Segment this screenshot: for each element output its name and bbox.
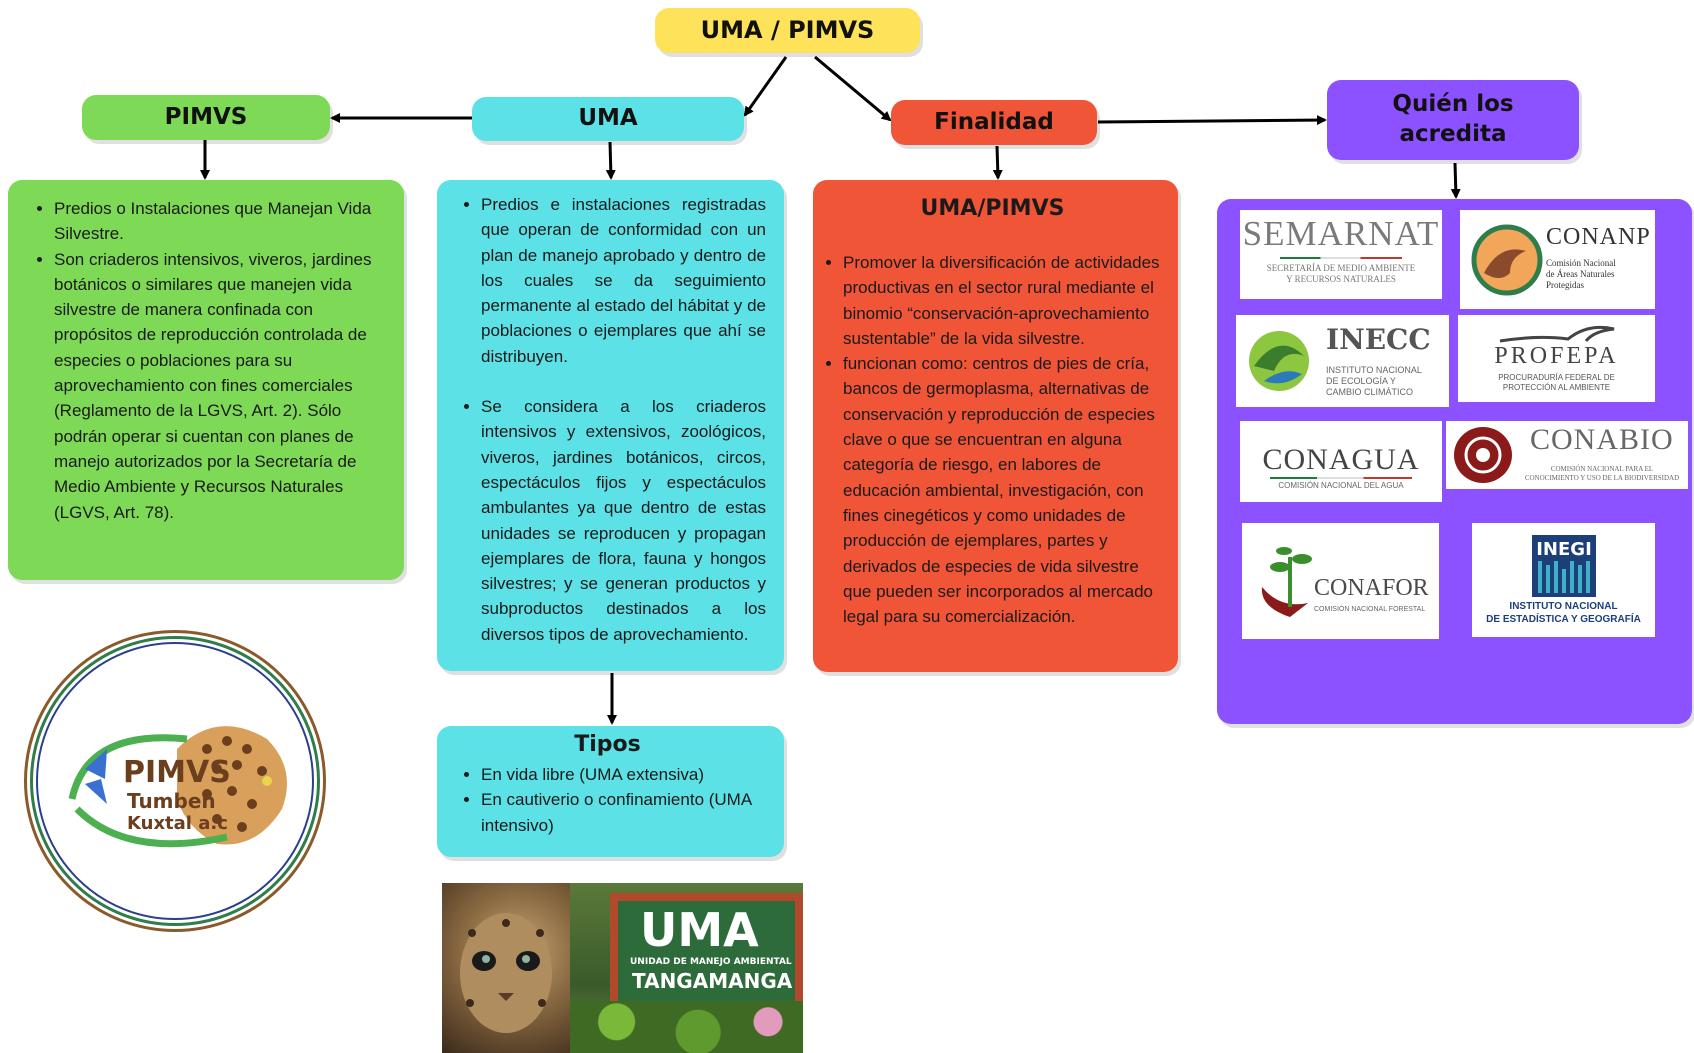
profepa-eagle-icon (1499, 325, 1615, 343)
logo-conabio-name: CONABIO (1530, 423, 1674, 456)
finalidad-label: Finalidad (934, 108, 1054, 135)
uma-photo: UMA UNIDAD DE MANEJO AMBIENTAL TANGAMANG… (442, 883, 803, 1053)
foliage (570, 1001, 803, 1053)
quien-label-line1: Quién los (1392, 91, 1514, 118)
logo-semarnat-sub1: SECRETARÍA DE MEDIO AMBIENTE (1266, 263, 1416, 273)
jaguar-icon (68, 726, 287, 848)
pimvs-node: PIMVS (82, 95, 330, 140)
logo-conabio-sub1: COMISIÓN NACIONAL PARA EL (1550, 465, 1654, 473)
logo-inegi-sub1: INSTITUTO NACIONAL (1509, 601, 1618, 612)
arrow-uma-to-box (605, 141, 616, 180)
finalidad-box: UMA/PIMVS Promover la diversificación de… (813, 180, 1178, 672)
pimvs-circle-line2: Tumben (127, 789, 216, 813)
logo-inecc-sub1: INSTITUTO NACIONAL (1326, 365, 1422, 375)
logo-conanp-sub2: de Áreas Naturales (1546, 269, 1615, 279)
logo-profepa-sub1: PROCURADURÍA FEDERAL DE (1498, 373, 1615, 382)
list-item: Predios o Instalaciones que Manejan Vida… (54, 196, 388, 247)
uma-sign-inner (618, 901, 795, 1005)
logo-conagua-rule (1270, 477, 1412, 479)
logo-inecc-sub2: DE ECOLOGÍA Y (1326, 376, 1396, 386)
logo-profepa-sub2: PROTECCIÓN AL AMBIENTE (1502, 383, 1611, 392)
list-item: En cautiverio o confinamiento (UMA inten… (481, 787, 772, 838)
logo-inecc: INECC INSTITUTO NACIONAL DE ECOLOGÍA Y C… (1236, 315, 1449, 407)
inegi-grid-icon: INEGI (1532, 535, 1596, 597)
logo-conanp: CONANP Comisión Nacional de Áreas Natura… (1460, 210, 1655, 309)
logo-conafor-name: CONAFOR (1314, 575, 1429, 601)
uma-list: Predios e instalaciones registradas que … (443, 192, 766, 647)
uma-label: UMA (578, 105, 638, 132)
logo-inecc-name: INECC (1326, 323, 1431, 356)
pimvs-list: Predios o Instalaciones que Manejan Vida… (16, 196, 388, 525)
pimvs-box: Predios o Instalaciones que Manejan Vida… (8, 180, 404, 580)
logo-conafor-sub1: COMISIÓN NACIONAL FORESTAL (1314, 606, 1426, 613)
logo-inegi: INEGI INSTITUTO NACIONAL DE ESTADÍSTICA … (1472, 523, 1655, 637)
arrow-finalidad-to-quien (1097, 115, 1327, 126)
list-item: Predios e instalaciones registradas que … (481, 192, 766, 369)
logo-semarnat-name: SEMARNAT (1242, 214, 1440, 253)
logo-conabio-sub2: CONOCIMIENTO Y USO DE LA BIODIVERSIDAD (1524, 474, 1680, 482)
uma-sign-title: UMA (640, 903, 759, 957)
list-item: Promover la diversificación de actividad… (843, 250, 1166, 351)
tipos-box: Tipos En vida libre (UMA extensiva) En c… (437, 726, 784, 857)
list-item: Son criaderos intensivos, viveros, jardi… (54, 247, 388, 525)
finalidad-node: Finalidad (891, 100, 1097, 145)
ocelot-face-icon (460, 913, 552, 1033)
root-label: UMA / PIMVS (700, 15, 875, 44)
logo-semarnat-sub2: Y RECURSOS NATURALES (1286, 274, 1396, 284)
quien-node: Quién los acredita (1327, 80, 1579, 160)
svg-text:INEGI: INEGI (1536, 539, 1592, 560)
logo-profepa: PROFEPA PROCURADURÍA FEDERAL DE PROTECCI… (1458, 315, 1655, 402)
arrow-finalidad-to-box (992, 145, 1003, 180)
quien-label-line2: acredita (1399, 121, 1507, 147)
uma-sign-board (610, 893, 803, 1013)
logo-conagua-sub1: COMISIÓN NACIONAL DEL AGUA (1278, 481, 1404, 490)
finalidad-box-title: UMA/PIMVS (920, 196, 1065, 221)
ocelot-photo (442, 883, 570, 1053)
logo-profepa-name: PROFEPA (1494, 343, 1619, 369)
logo-conagua: CONAGUA COMISIÓN NACIONAL DEL AGUA (1240, 421, 1442, 502)
conanp-emblem-icon (1471, 224, 1543, 296)
logo-conanp-sub1: Comisión Nacional (1546, 258, 1616, 268)
uma-sign-sub: UNIDAD DE MANEJO AMBIENTAL (630, 957, 792, 967)
uma-sign-place: TANGAMANGA (632, 969, 793, 993)
list-item: Se considera a los criaderos intensivos … (481, 394, 766, 647)
uma-sign-photo: UMA UNIDAD DE MANEJO AMBIENTAL TANGAMANG… (570, 883, 803, 1053)
root-node: UMA / PIMVS (655, 8, 920, 53)
pimvs-circle-logo: PIMVS Tumben Kuxtal a.c (24, 630, 326, 932)
arrow-root-to-finalidad (814, 55, 892, 122)
logo-conabio: CONABIO COMISIÓN NACIONAL PARA EL CONOCI… (1446, 421, 1688, 489)
conafor-plant-icon (1261, 547, 1312, 617)
pimvs-circle-ring (30, 636, 320, 926)
list-item: funcionan como: centros de pies de cría,… (843, 351, 1166, 629)
tipos-box-title: Tipos (574, 732, 641, 757)
conabio-emblem-icon (1454, 427, 1512, 483)
pimvs-circle-line3: Kuxtal a.c (127, 813, 228, 834)
logo-semarnat: SEMARNAT SECRETARÍA DE MEDIO AMBIENTE Y … (1240, 210, 1442, 299)
arrow-quien-to-box (1450, 162, 1461, 199)
inecc-emblem-icon (1249, 331, 1309, 391)
arrow-root-to-uma (743, 56, 788, 117)
logo-semarnat-rule (1280, 257, 1402, 259)
tipos-list: En vida libre (UMA extensiva) En cautive… (443, 762, 772, 838)
logo-conagua-name: CONAGUA (1262, 443, 1420, 476)
pimvs-label: PIMVS (164, 103, 248, 130)
logo-conanp-name: CONANP (1546, 224, 1651, 250)
uma-box: Predios e instalaciones registradas que … (437, 180, 784, 671)
pimvs-circle-ring-inner (36, 642, 314, 920)
logo-inegi-sub2: DE ESTADÍSTICA Y GEOGRAFÍA (1486, 614, 1641, 625)
logo-conanp-sub3: Protegidas (1546, 280, 1584, 290)
logo-inecc-sub3: CAMBIO CLIMÁTICO (1326, 387, 1414, 397)
list-item: En vida libre (UMA extensiva) (481, 762, 772, 787)
pimvs-circle-title: PIMVS (123, 755, 231, 790)
finalidad-list: Promover la diversificación de actividad… (819, 250, 1166, 629)
uma-node: UMA (472, 97, 744, 141)
logo-conafor: CONAFOR COMISIÓN NACIONAL FORESTAL (1242, 523, 1439, 639)
